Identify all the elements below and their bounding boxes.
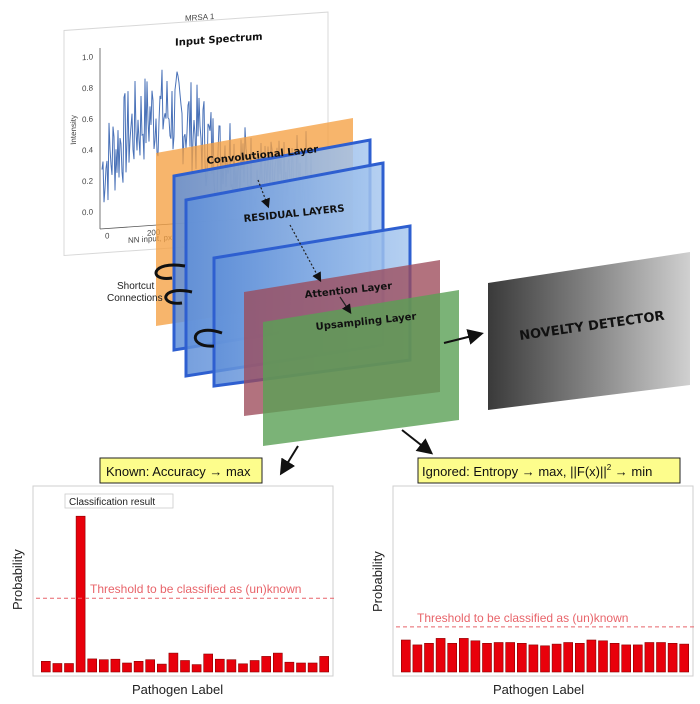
probability-bar [191, 664, 202, 673]
probability-bar [424, 642, 434, 673]
probability-bar [470, 640, 481, 673]
flow-arrow-residual [289, 224, 322, 283]
probability-bar [540, 645, 550, 673]
probability-bar [435, 638, 446, 673]
probability-bar [621, 644, 632, 673]
probability-bar [249, 660, 260, 673]
shortcut-hook-1 [154, 263, 186, 280]
flow-arrow-conv [257, 179, 270, 209]
probability-bar [145, 659, 155, 673]
probability-bar [133, 660, 144, 673]
ignored-objective-box [417, 457, 681, 484]
probability-bar [458, 638, 469, 673]
known-probability-chart: Threshold to be classified as (un)known … [10, 485, 334, 697]
probability-bar [609, 642, 620, 673]
probability-bar [99, 659, 109, 673]
novelty-detector-panel [488, 252, 690, 410]
probability-bar [644, 642, 655, 673]
spectrum-x-ticks: 0 200 [105, 228, 161, 241]
probability-bar [110, 658, 121, 673]
probability-bar [226, 659, 237, 673]
probability-bar [238, 663, 248, 673]
arrow-to-novelty-detector [443, 329, 484, 345]
ignored-threshold-label: Threshold to be classified as (un)known [417, 611, 628, 625]
known-chart-ylabel: Probability [10, 549, 25, 610]
probability-bar [528, 644, 539, 673]
shortcut-label-line2: Connections [107, 293, 163, 304]
arrow-to-ignored [401, 429, 434, 455]
probability-bar [64, 663, 74, 673]
probability-bar [168, 652, 179, 673]
probability-bar [482, 642, 492, 673]
ignored-chart-ylabel: Probability [370, 551, 385, 612]
probability-bar [52, 663, 63, 673]
spectrum-ytick-label: 0.6 [82, 114, 94, 124]
probability-bar [493, 642, 504, 673]
spectrum-title: MRSA 1 [185, 12, 215, 23]
spectrum-xtick-label: 200 [147, 228, 161, 238]
probability-bar [203, 653, 213, 673]
shortcut-hook-2 [164, 289, 193, 305]
arrow-to-known [279, 445, 299, 476]
probability-bar [656, 642, 666, 673]
spectrum-xtick-label: 0 [105, 231, 110, 240]
upsampling-layer-plane [263, 290, 459, 446]
probability-bar [551, 643, 562, 673]
known-objective-label: Known: Accuracy → max [106, 464, 251, 479]
probability-bar [307, 662, 318, 673]
ignored-objective-label: Ignored: Entropy → max, ||F(x)||2 → min [422, 463, 652, 479]
probability-bar [75, 515, 86, 673]
probability-bar [215, 658, 225, 673]
known-chart-xlabel: Pathogen Label [132, 682, 223, 697]
flow-arrow-attention [339, 296, 352, 314]
probability-bar [516, 642, 527, 673]
probability-bar [40, 660, 51, 673]
probability-bar [272, 652, 283, 673]
probability-bar [284, 661, 295, 673]
probability-bar [122, 662, 132, 673]
spectrum-ytick-label: 1.0 [82, 52, 94, 62]
probability-bar [412, 644, 423, 673]
probability-bar [679, 643, 690, 673]
shortcut-label-line1: Shortcut [117, 281, 154, 292]
probability-bar [586, 639, 597, 673]
spectrum-ylabel: Intensity [69, 115, 78, 145]
probability-bar [632, 644, 643, 673]
classification-result-callout [64, 493, 174, 509]
spectrum-ytick-label: 0.2 [82, 176, 94, 186]
classification-result-label: Classification result [69, 497, 155, 508]
spectrum-ytick-label: 0.0 [82, 207, 94, 217]
probability-bar [447, 642, 458, 673]
known-chart-bars [40, 515, 330, 673]
probability-bar [400, 639, 411, 673]
shortcut-hook-3 [194, 328, 223, 348]
probability-bar [598, 640, 608, 673]
known-threshold-label: Threshold to be classified as (un)known [90, 582, 301, 596]
ignored-chart-xlabel: Pathogen Label [493, 682, 584, 697]
ignored-probability-chart: Threshold to be classified as (un)known … [370, 485, 694, 697]
spectrum-ytick-label: 0.4 [82, 145, 94, 155]
spectrum-ytick-label: 0.8 [82, 83, 94, 93]
probability-bar [261, 656, 272, 673]
probability-bar [667, 642, 678, 673]
probability-bar [574, 642, 585, 673]
probability-bar [505, 642, 516, 673]
probability-bar [87, 658, 97, 673]
probability-bar [180, 660, 190, 673]
known-objective-box [99, 457, 263, 484]
spectrum-y-ticks: 1.0 0.8 0.6 0.4 0.2 0.0 [82, 52, 94, 217]
probability-bar [319, 656, 330, 673]
probability-bar [157, 663, 167, 673]
probability-bar [563, 642, 574, 673]
ignored-chart-bars [400, 638, 690, 673]
probability-bar [296, 662, 306, 673]
